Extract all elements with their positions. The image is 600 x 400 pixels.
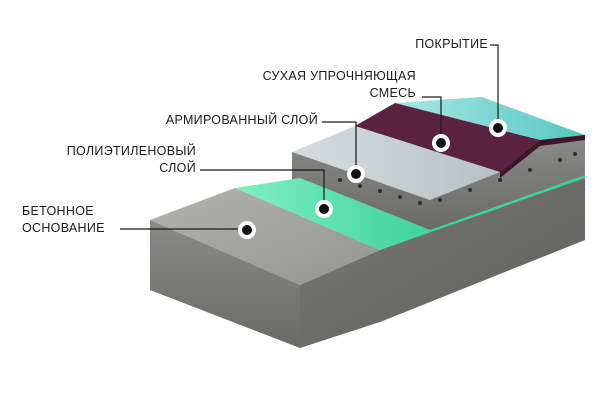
leader-dry-mix	[422, 96, 442, 140]
label-poly-line1: ПОЛИЭТИЛЕНОВЫЙ	[66, 144, 196, 158]
label-polyethylene: ПОЛИЭТИЛЕНОВЫЙ СЛОЙ	[67, 143, 196, 177]
label-concrete-base: БЕТОННОЕ ОСНОВАНИЕ	[22, 203, 105, 237]
marker-base	[238, 221, 256, 239]
label-dry-mix-line2: СМЕСЬ	[369, 86, 416, 100]
label-coating-text: ПОКРЫТИЕ	[415, 37, 488, 51]
marker-reinforced	[347, 165, 365, 183]
label-dry-mix: СУХАЯ УПРОЧНЯЮЩАЯ СМЕСЬ	[263, 68, 416, 102]
label-coating: ПОКРЫТИЕ	[415, 36, 488, 53]
rebar-ends	[338, 152, 577, 205]
concrete-base-right	[300, 178, 585, 348]
marker-coating	[489, 119, 507, 137]
label-reinforced: АРМИРОВАННЫЙ СЛОЙ	[166, 112, 318, 129]
label-base-line1: БЕТОННОЕ	[22, 204, 94, 218]
leader-coating	[490, 44, 499, 125]
polyethylene-strip	[235, 178, 430, 250]
marker-dry-mix	[432, 134, 450, 152]
concrete-base-top	[150, 188, 380, 285]
coating-layer	[395, 97, 585, 140]
label-poly-line2: СЛОЙ	[159, 161, 196, 175]
label-base-line2: ОСНОВАНИЕ	[22, 221, 105, 235]
concrete-base	[150, 178, 585, 348]
dry-mix-edge	[500, 135, 585, 178]
reinforced-layer	[292, 126, 500, 200]
leader-lines	[120, 44, 499, 230]
marker-poly	[315, 200, 333, 218]
leader-reinforced	[322, 121, 357, 172]
concrete-base-front	[150, 220, 300, 348]
label-dry-mix-line1: СУХАЯ УПРОЧНЯЮЩАЯ	[262, 69, 416, 83]
leader-poly	[200, 169, 325, 207]
markers	[238, 119, 507, 239]
label-reinforced-text: АРМИРОВАННЫЙ СЛОЙ	[165, 113, 318, 127]
